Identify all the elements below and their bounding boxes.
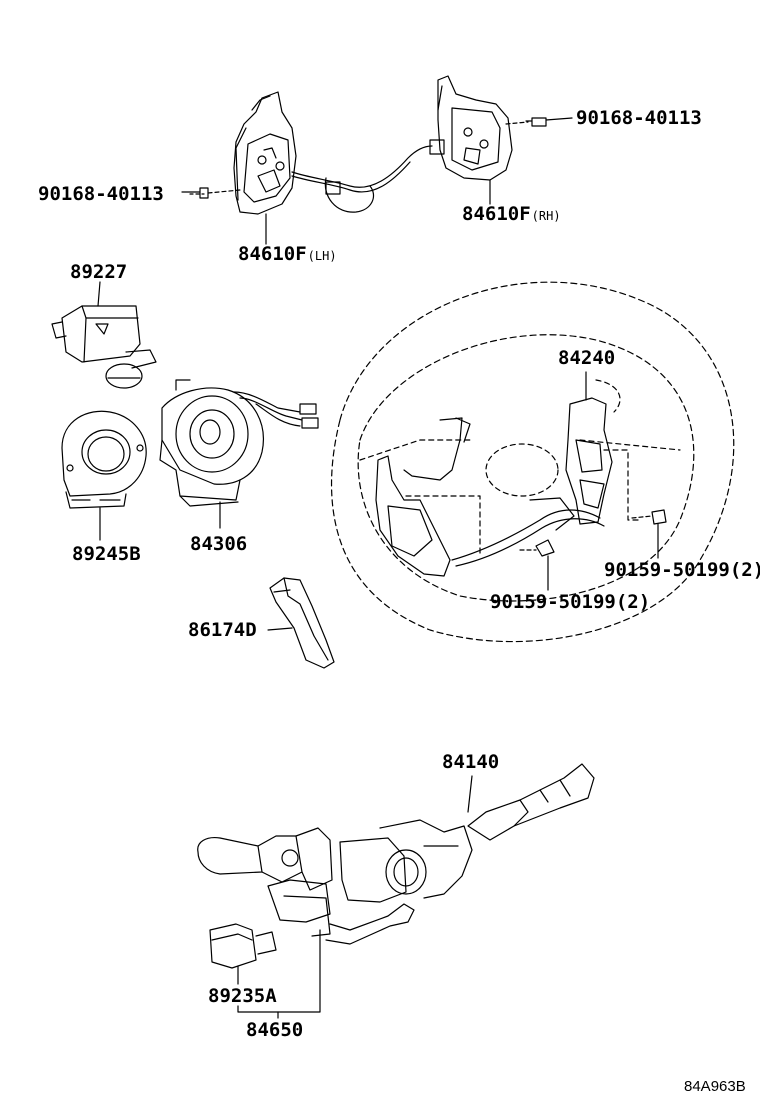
part-label-bolt-right[interactable]: 90168-40113 xyxy=(576,108,702,128)
part-label-84650[interactable]: 84650 xyxy=(246,1020,303,1040)
part-label-screw-center[interactable]: 90159-50199(2) xyxy=(490,592,650,612)
part-number: 89227 xyxy=(70,261,128,283)
part-number: 89235A xyxy=(208,985,277,1007)
part-number: 84140 xyxy=(442,751,500,773)
sensor-ring-89245b-drawing xyxy=(61,410,147,541)
part-label-84306[interactable]: 84306 xyxy=(190,534,247,554)
part-number: 84240 xyxy=(558,347,616,369)
part-number: 89245B xyxy=(72,543,141,565)
part-number: 90168-40113 xyxy=(38,183,164,205)
side-note: (LH) xyxy=(307,249,337,263)
combination-switch-84140-drawing xyxy=(197,763,595,1019)
part-number: 84306 xyxy=(190,533,248,555)
side-note: (RH) xyxy=(531,209,561,223)
steering-switch-rh-drawing xyxy=(437,75,573,205)
part-label-89245b[interactable]: 89245B xyxy=(72,544,141,564)
part-label-84240[interactable]: 84240 xyxy=(558,348,615,368)
steering-wheel-drawing xyxy=(331,281,735,643)
part-label-switch-lh[interactable]: 84610F(LH) xyxy=(238,244,337,266)
part-number: 84650 xyxy=(246,1019,304,1041)
diagram-code: 84A963B xyxy=(684,1078,746,1095)
part-label-86174d[interactable]: 86174D xyxy=(188,620,257,640)
part-label-switch-rh[interactable]: 84610F(RH) xyxy=(462,204,561,226)
part-number: 84610F xyxy=(238,243,307,265)
part-number: 86174D xyxy=(188,619,257,641)
part-label-84140[interactable]: 84140 xyxy=(442,752,499,772)
quantity-note: (2) xyxy=(729,559,760,581)
part-number: 90159-50199 xyxy=(490,591,616,613)
cover-86174d-drawing xyxy=(267,577,335,669)
quantity-note: (2) xyxy=(615,591,651,613)
part-number: 90159-50199 xyxy=(604,559,730,581)
spiral-cable-84306-drawing xyxy=(159,379,319,529)
part-label-screw-right[interactable]: 90159-50199(2) xyxy=(604,560,760,580)
sensor-89227-drawing xyxy=(51,281,157,389)
steering-switch-lh-drawing xyxy=(181,91,445,245)
part-label-89227[interactable]: 89227 xyxy=(70,262,127,282)
part-number: 84610F xyxy=(462,203,531,225)
part-label-89235a[interactable]: 89235A xyxy=(208,986,277,1006)
part-label-bolt-left[interactable]: 90168-40113 xyxy=(38,184,164,204)
part-number: 90168-40113 xyxy=(576,107,702,129)
